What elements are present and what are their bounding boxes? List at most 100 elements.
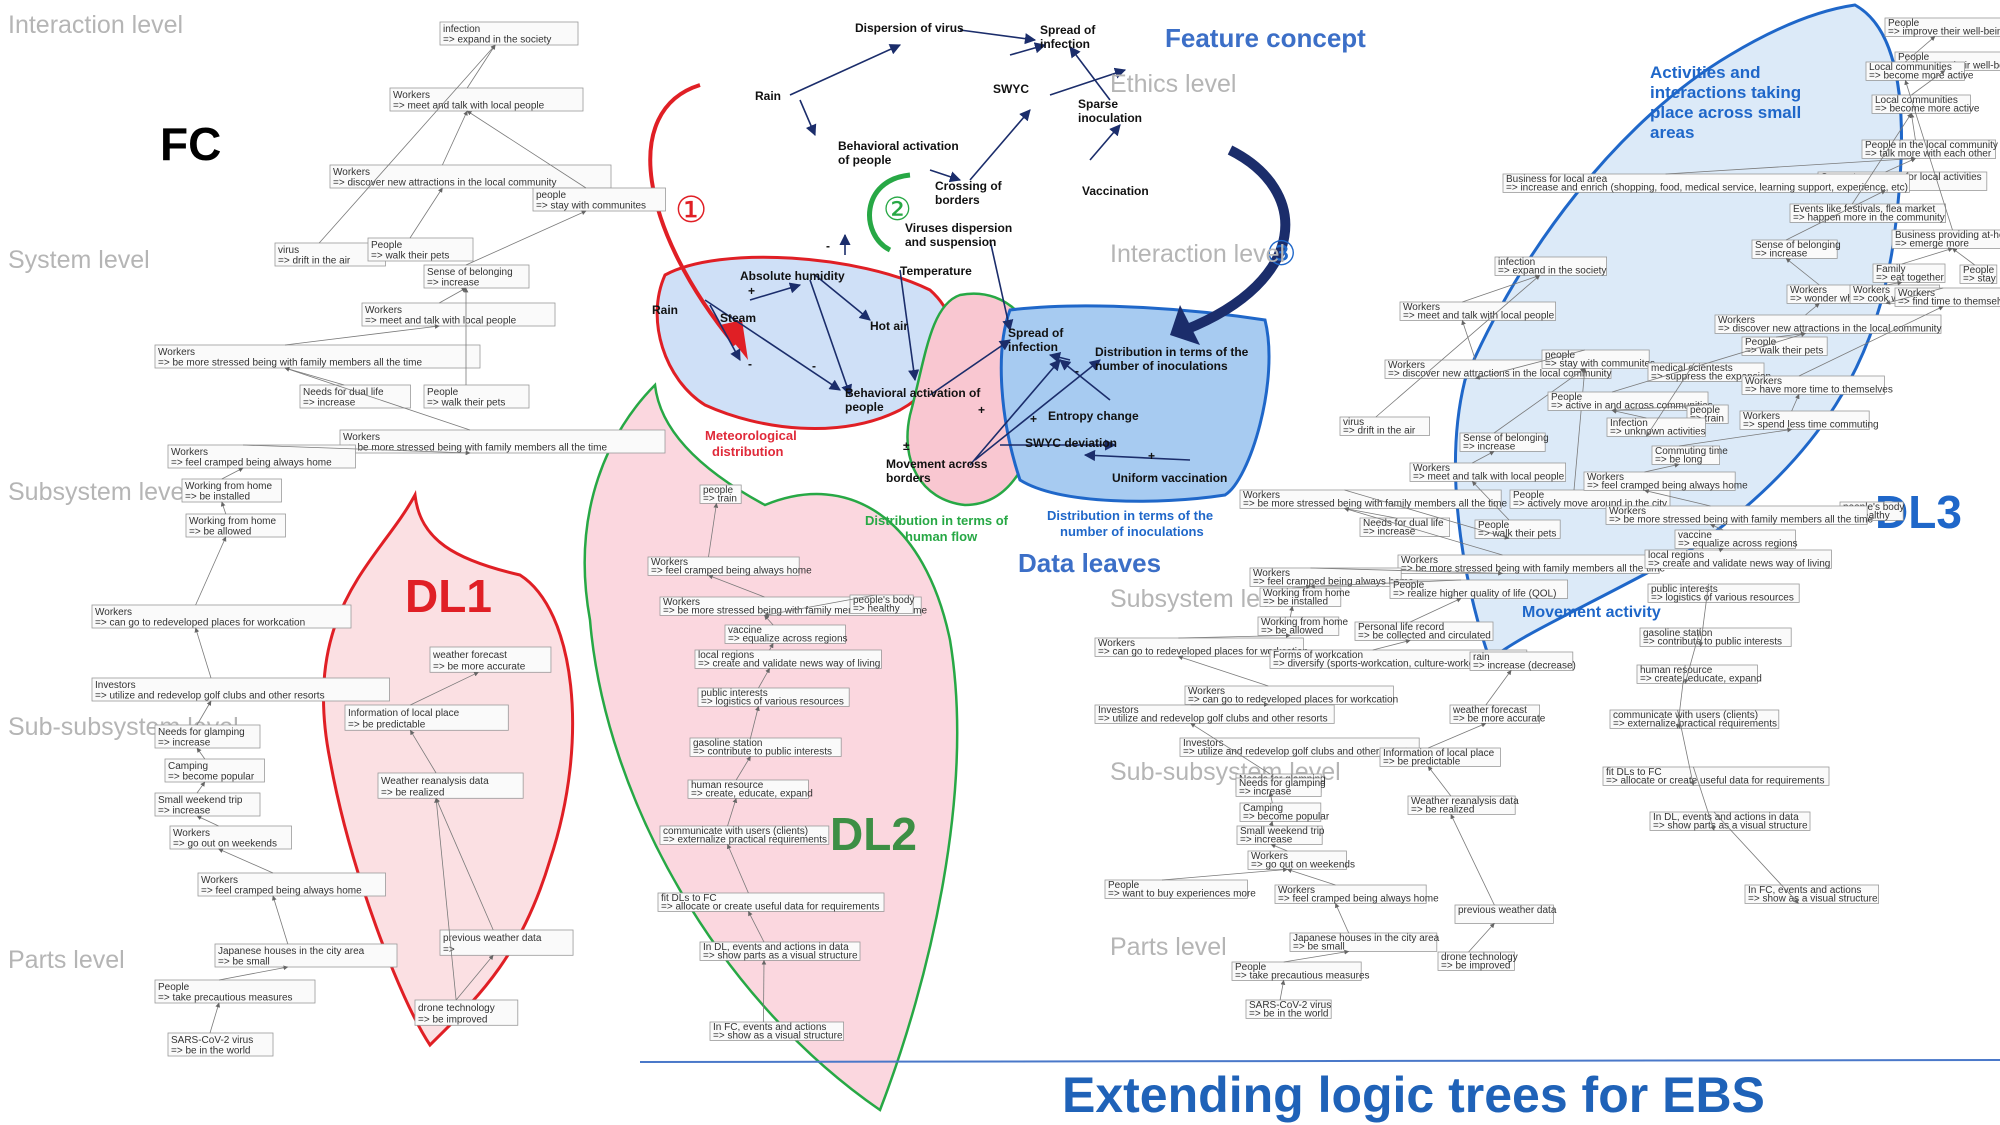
fc-edge [220,501,227,515]
right-node-subject: Workers [1253,568,1290,579]
fc-node-box [154,979,316,1004]
sign-8: ± [903,439,910,453]
dl3-edge [1611,408,1647,419]
dl3-edge [1905,36,1936,63]
concept-node-9: Absolute humidity [740,269,845,283]
right-node-effect: => meet and talk with local people [1413,471,1565,482]
concept-node-2: Rain [755,89,781,103]
fc-edge [221,467,244,480]
right-node-box [1231,961,1362,981]
right-node-subject: rain [1473,652,1490,663]
concept-node-18: SWYC deviation [1025,436,1117,450]
concept-node-1-line-0: Spread of [1040,23,1096,37]
right-node-box [1437,951,1515,971]
right-node-subject: Japanese houses in the city area [1293,933,1440,944]
dl2-edge [727,797,738,827]
right-node-effect: => be more stressed being with family me… [1401,563,1665,574]
right-node-effect: => want to buy experiences more [1108,888,1256,899]
page-title: Extending logic trees for EBS [1062,1067,1765,1123]
dl3-node-subject: Local communities [1869,62,1952,73]
dl2-edge [735,755,751,781]
arrow-2 [867,172,911,253]
fc-node-effect: => stay with communites [536,201,646,212]
dl3-edge [1851,112,1912,205]
dl3-node-subject: people [1690,405,1720,416]
right-edge [1310,579,1462,589]
dl3-edge [1611,332,1806,393]
level-label-middle-1: Interaction level [1110,240,1285,268]
sign-5: + [978,403,985,417]
dl3-node-box [1674,529,1796,549]
dl3-node-effect: => train [1690,413,1724,424]
right-edge [1683,627,1701,684]
concept-node-8-line-0: Viruses dispersion [905,221,1012,235]
dl3-edge [1718,547,1724,553]
right-node-effect: => increase [1239,786,1292,797]
fc-edge [466,110,587,189]
fc-node-effect: => be small [218,957,270,968]
marker-1: ① [675,190,707,231]
right-edge [1177,655,1269,687]
right-node-effect: => can go to redeveloped places for work… [1188,694,1398,705]
dl1-node-subject: previous weather data [443,933,542,944]
fc-node-subject: Workers [343,432,380,443]
fc-edge [196,781,206,794]
fc-edge [218,848,274,874]
dl2-node-effect: => externalize practical requirements [663,834,827,845]
fc-node-subject: Workers [171,447,208,458]
concept-node-10: Temperature [900,264,972,278]
dl3-node-box [1891,229,2000,249]
fc-edge [242,444,471,456]
concept-node-4-line-0: Sparse [1078,97,1118,111]
right-edge [1344,506,1396,519]
right-node-effect: => utilize and redevelop golf clubs and … [1098,713,1328,724]
concept-node-8-line-1: and suspension [905,235,996,249]
concept-node-6-line-0: Crossing of [935,179,1003,193]
dl3-edge [1911,70,1946,96]
dl3-node-box [1644,549,1832,569]
logic-tree-nodes: infection=> expand in the societyWorkers… [91,17,2000,1057]
dl3-node-effect: => become more active [1875,103,1980,114]
dl3-node-box [1606,417,1706,437]
right-node-effect: => walk their pets [1478,528,1556,539]
dl2-node-subject: communicate with users (clients) [663,826,808,837]
right-node-effect: => meet and talk with local people [1403,310,1555,321]
dl2-edge [768,642,774,651]
right-node-subject: In DL, events and actions in data [1653,812,1799,823]
dl2-node-effect: => logistics of various resources [701,696,844,707]
fc-edge [284,324,440,346]
right-node-subject: weather forecast [1452,705,1527,716]
right-node-subject: Workers [1188,686,1225,697]
right-edge [1190,723,1271,775]
fc-node-subject: infection [443,24,480,35]
dl3-node-effect: => be long [1655,454,1702,465]
dl2-node-subject: Workers [651,557,688,568]
fc-node-effect: => discover new attractions in the local… [333,178,556,189]
dl3-node-box [1871,94,1971,114]
dl3-node-effect: => active in and across communities [1551,400,1713,411]
data-leaves-label: Data leaves [1018,548,1161,578]
dl2-edge [761,959,767,1023]
fc-edge [209,1002,221,1034]
concept-node-20: Uniform vaccination [1112,471,1227,485]
right-edge [1335,902,1350,934]
right-node-effect: => can go to redeveloped places for work… [1098,646,1308,657]
fc-node-subject: People [158,982,190,993]
dl1-node-subject: drone technology [418,1003,495,1014]
fc-node-subject: People [427,387,459,398]
fc-edge [284,367,471,431]
right-node-effect: => externalize practical requirements [1613,718,1777,729]
right-edge [1310,567,1503,576]
fc-node-subject: Camping [168,761,208,772]
dl3-node-subject: People [1551,392,1583,403]
right-node-effect: => go out on weekends [1251,859,1355,870]
right-node-box [1744,884,1880,904]
right-edge [1270,843,1288,852]
right-node-effect: => be installed [1263,596,1328,607]
dl2-label: DL2 [830,808,917,860]
dl3-edge [1785,190,1886,241]
